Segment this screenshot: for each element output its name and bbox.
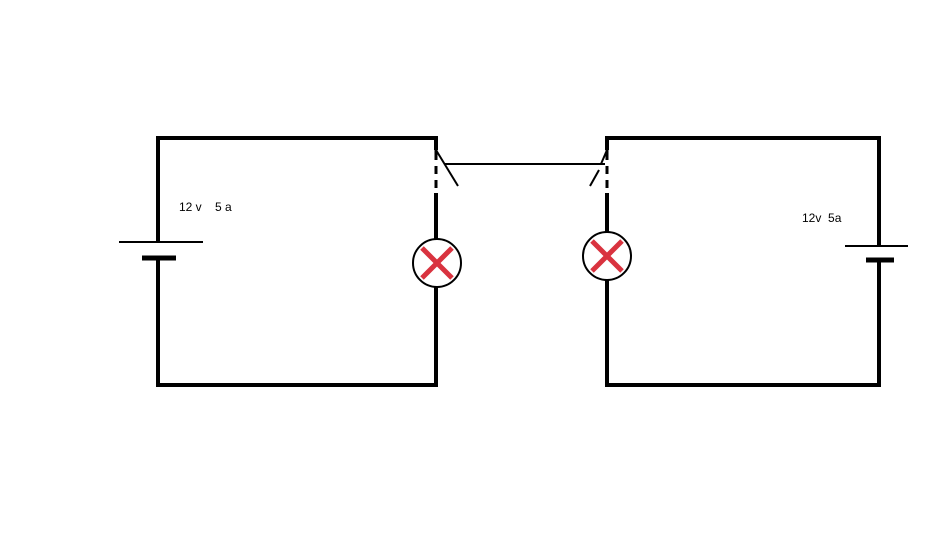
right-lamp-cross-b	[590, 239, 624, 273]
left-wire-top-and-sides	[156, 136, 438, 242]
left-circuit: 12 v 5 a	[119, 136, 462, 387]
left-wire-bottom	[156, 258, 438, 387]
right-wire-top-and-sides	[605, 136, 881, 246]
right-battery-symbol	[845, 245, 908, 263]
left-battery-symbol	[119, 241, 203, 261]
right-switch-lever-2	[589, 169, 600, 187]
left-lamp-icon	[412, 238, 462, 288]
right-lamp-circle	[582, 231, 632, 281]
right-battery-label: 12v 5a	[802, 211, 842, 225]
left-battery-label: 12 v 5 a	[179, 200, 232, 214]
left-lamp-circle	[412, 238, 462, 288]
right-switch-lever-1	[600, 149, 608, 165]
left-lamp-cross-b	[420, 246, 454, 280]
left-switch-lever	[435, 149, 459, 187]
right-lamp-icon	[582, 231, 632, 281]
right-circuit: 12v 5a	[582, 136, 908, 387]
right-wire-bottom	[605, 260, 881, 387]
